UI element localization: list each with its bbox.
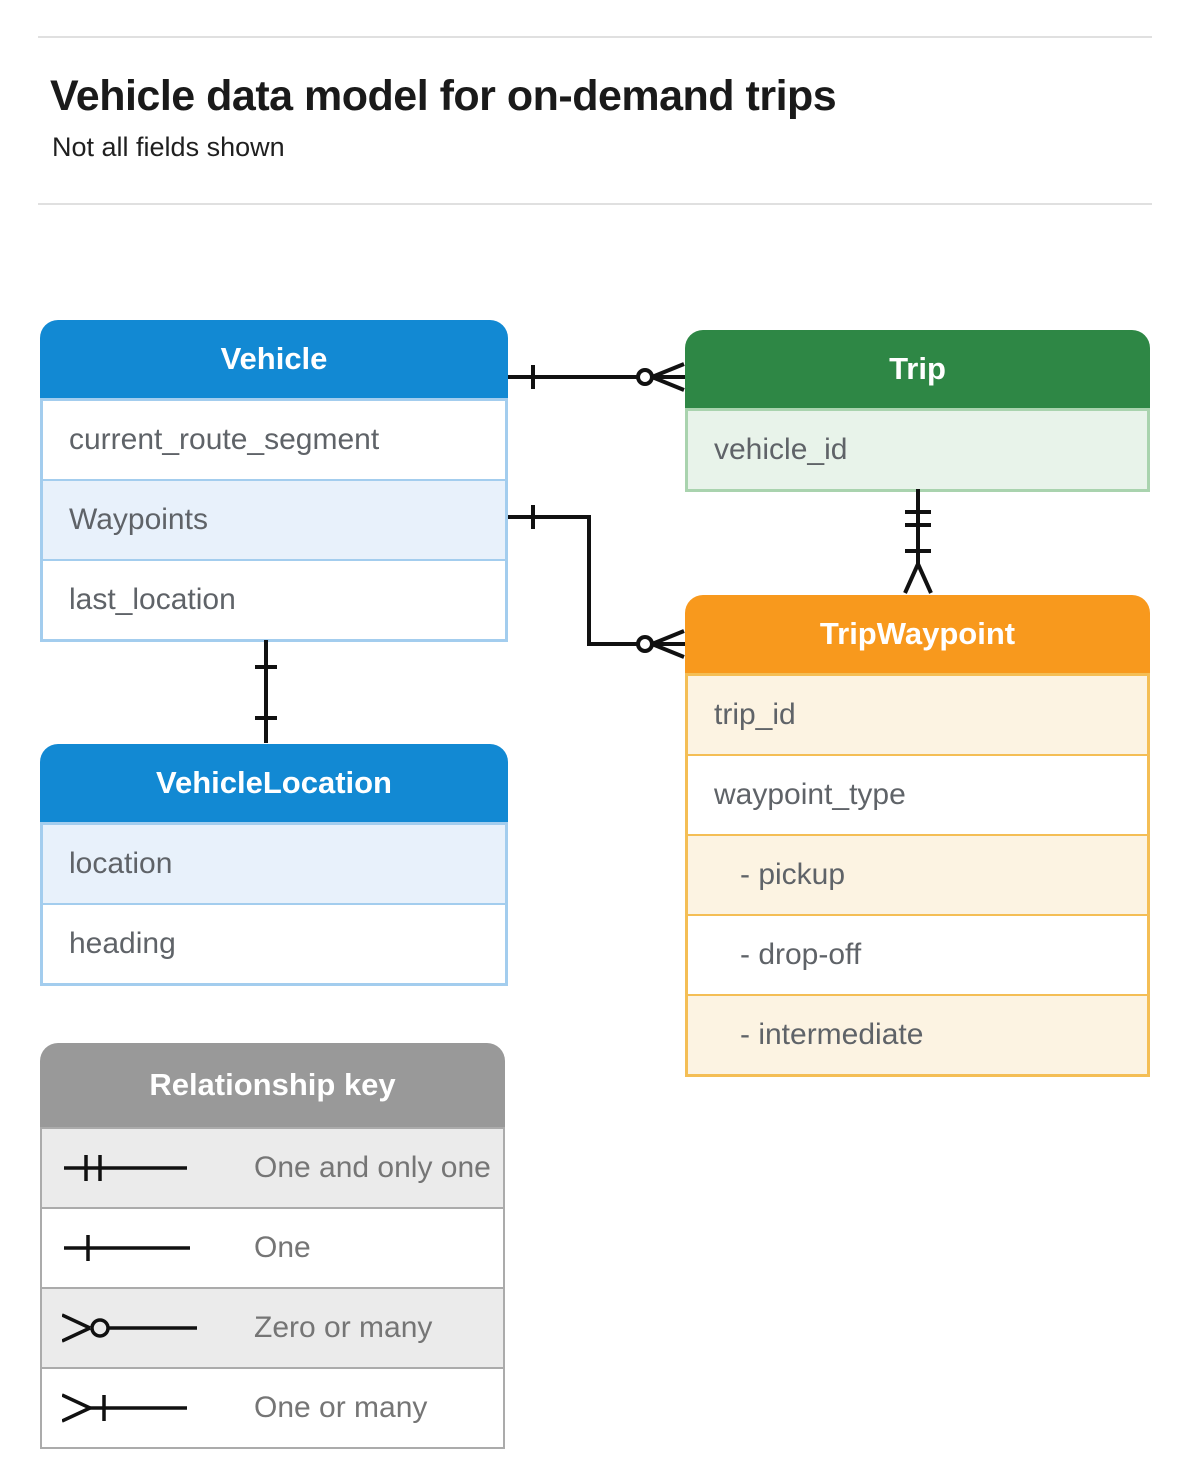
relationship-key-title: Relationship key xyxy=(149,1067,396,1102)
entity-title: TripWaypoint xyxy=(819,616,1016,651)
field-heading: heading xyxy=(43,905,505,983)
entity-vehicle-header: Vehicle xyxy=(40,320,508,398)
entity-title: Vehicle xyxy=(220,341,328,376)
relationship-key-rows: One and only one One Zero or many xyxy=(40,1127,505,1449)
key-row-one-or-many: One or many xyxy=(42,1369,503,1447)
field-waypoints: Waypoints xyxy=(43,481,505,561)
connector-vehicle-trip xyxy=(508,362,685,392)
relationship-key: Relationship key One and only one One xyxy=(40,1043,505,1449)
field-current-route-segment: current_route_segment xyxy=(43,401,505,481)
entity-vehicle-location-fields: location heading xyxy=(40,822,508,986)
key-label: One and only one xyxy=(254,1151,491,1184)
top-divider xyxy=(38,36,1152,38)
key-row-zero-or-many: Zero or many xyxy=(42,1289,503,1369)
field-vehicle-id: vehicle_id xyxy=(688,411,1147,489)
key-row-one: One xyxy=(42,1209,503,1289)
one-and-only-one-icon xyxy=(64,1155,187,1181)
connector-vehicle-vehiclelocation xyxy=(255,640,277,743)
one-icon xyxy=(64,1235,190,1261)
entity-title: Trip xyxy=(889,351,946,386)
connector-waypoints-tripwaypoint xyxy=(508,505,685,659)
entity-trip: Trip vehicle_id xyxy=(685,330,1150,492)
field-waypoint-type: waypoint_type xyxy=(688,756,1147,836)
key-label: Zero or many xyxy=(254,1311,433,1344)
page-subtitle: Not all fields shown xyxy=(52,132,285,162)
entity-vehicle-location-header: VehicleLocation xyxy=(40,744,508,822)
key-label: One or many xyxy=(254,1391,428,1424)
header-divider xyxy=(38,203,1152,205)
key-label: One xyxy=(254,1231,311,1264)
entity-vehicle: Vehicle current_route_segment Waypoints … xyxy=(40,320,508,642)
entity-vehicle-fields: current_route_segment Waypoints last_loc… xyxy=(40,398,508,642)
key-row-one-and-only-one: One and only one xyxy=(42,1129,503,1209)
field-trip-id: trip_id xyxy=(688,676,1147,756)
field-drop-off: - drop-off xyxy=(688,916,1147,996)
entity-trip-fields: vehicle_id xyxy=(685,408,1150,492)
relationship-key-header: Relationship key xyxy=(40,1043,505,1127)
entity-trip-header: Trip xyxy=(685,330,1150,408)
one-or-many-icon xyxy=(62,1393,187,1423)
field-last-location: last_location xyxy=(43,561,505,639)
entity-title: VehicleLocation xyxy=(155,765,392,800)
field-location: location xyxy=(43,825,505,905)
entity-trip-waypoint-header: TripWaypoint xyxy=(685,595,1150,673)
connector-trip-tripwaypoint xyxy=(903,489,933,594)
entity-vehicle-location: VehicleLocation location heading xyxy=(40,744,508,986)
field-intermediate: - intermediate xyxy=(688,996,1147,1074)
zero-or-many-icon xyxy=(62,1313,197,1343)
entity-trip-waypoint: TripWaypoint trip_id waypoint_type - pic… xyxy=(685,595,1150,1077)
page-title: Vehicle data model for on-demand trips xyxy=(50,72,837,120)
entity-trip-waypoint-fields: trip_id waypoint_type - pickup - drop-of… xyxy=(685,673,1150,1077)
field-pickup: - pickup xyxy=(688,836,1147,916)
